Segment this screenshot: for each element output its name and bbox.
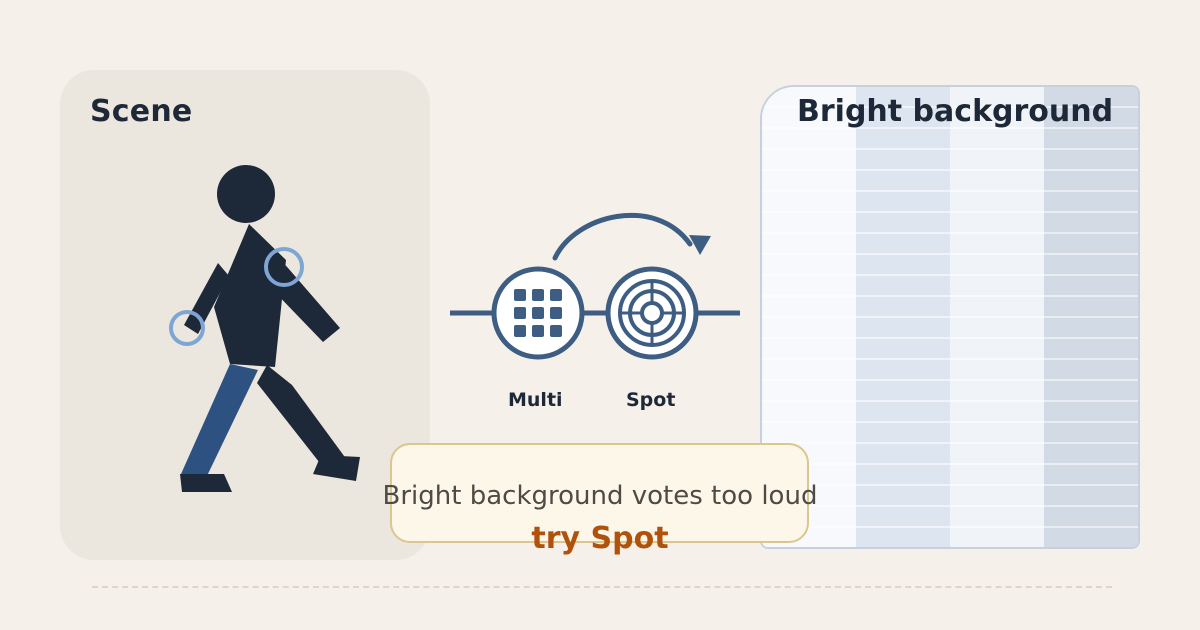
joint-ring-elbow xyxy=(169,310,205,346)
spot-mode-label: Spot xyxy=(626,389,676,411)
background-stripes xyxy=(762,87,1138,547)
callout-box xyxy=(390,443,809,543)
scene-title: Scene xyxy=(90,94,193,129)
curved-arrow-head xyxy=(689,235,711,255)
figure-front-leg xyxy=(257,365,347,467)
figure-front-foot xyxy=(313,455,360,481)
bright-background-panel xyxy=(760,85,1140,549)
multi-mode-label: Multi xyxy=(508,389,563,411)
spot-mode-button[interactable] xyxy=(605,266,699,360)
background-stripe xyxy=(856,87,950,547)
bottom-dashed-divider xyxy=(92,586,1112,588)
callout-message: Bright background votes too loud xyxy=(382,481,818,511)
multi-mode-button[interactable] xyxy=(491,266,585,360)
joint-ring-shoulder xyxy=(264,247,304,287)
background-stripe xyxy=(950,87,1044,547)
bright-background-title: Bright background xyxy=(797,94,1114,129)
curved-arrow-icon xyxy=(552,212,693,261)
figure-right-arm xyxy=(270,255,340,342)
figure-back-leg xyxy=(181,364,258,478)
grid-icon xyxy=(514,289,562,337)
figure-back-foot xyxy=(180,474,232,492)
target-icon xyxy=(618,279,686,347)
background-stripe xyxy=(1044,87,1138,547)
callout-suggestion: try Spot xyxy=(531,521,669,556)
figure-head xyxy=(217,165,275,223)
